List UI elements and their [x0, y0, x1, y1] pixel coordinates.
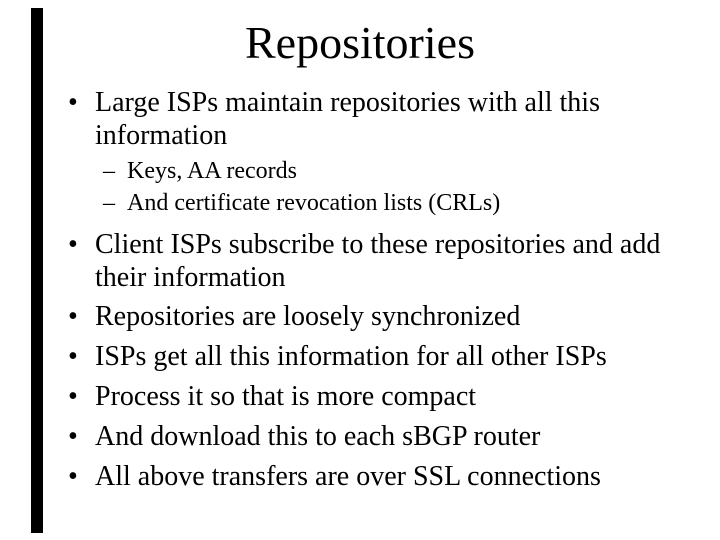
bullet-item: • Large ISPs maintain repositories with …: [60, 86, 674, 152]
bullet-item: • ISPs get all this information for all …: [60, 340, 674, 373]
dash-bullet-icon: –: [103, 190, 115, 216]
dash-bullet-icon: –: [103, 158, 115, 184]
bullet-list: • Large ISPs maintain repositories with …: [60, 86, 674, 493]
bullet-dot-icon: •: [68, 229, 78, 260]
bullet-dot-icon: •: [68, 341, 78, 372]
bullet-text: Process it so that is more compact: [95, 381, 477, 412]
bullet-dot-icon: •: [68, 87, 78, 118]
sub-bullet-item: – Keys, AA records: [60, 155, 674, 187]
bullet-item: • Process it so that is more compact: [60, 380, 674, 413]
bullet-text: ISPs get all this information for all ot…: [95, 341, 607, 372]
bullet-dot-icon: •: [68, 421, 78, 452]
bullet-dot-icon: •: [68, 381, 78, 412]
bullet-text: Repositories are loosely synchronized: [95, 301, 521, 332]
slide-body: • Large ISPs maintain repositories with …: [60, 86, 674, 493]
sub-bullet-text: Keys, AA records: [127, 158, 297, 184]
sub-bullet-text: And certificate revocation lists (CRLs): [127, 190, 501, 216]
bullet-text: All above transfers are over SSL connect…: [95, 461, 601, 492]
bullet-item: • All above transfers are over SSL conne…: [60, 460, 674, 493]
bullet-dot-icon: •: [68, 301, 78, 332]
bullet-item: • And download this to each sBGP router: [60, 420, 674, 453]
slide-title: Repositories: [245, 17, 475, 68]
bullet-item: • Repositories are loosely synchronized: [60, 300, 674, 333]
left-edge-bar: [31, 8, 43, 533]
sub-bullet-item: – And certificate revocation lists (CRLs…: [60, 187, 674, 219]
bullet-item: • Client ISPs subscribe to these reposit…: [60, 228, 674, 294]
bullet-dot-icon: •: [68, 461, 78, 492]
bullet-text: Client ISPs subscribe to these repositor…: [95, 229, 661, 293]
bullet-text: And download this to each sBGP router: [95, 421, 541, 452]
bullet-text: Large ISPs maintain repositories with al…: [95, 87, 600, 151]
